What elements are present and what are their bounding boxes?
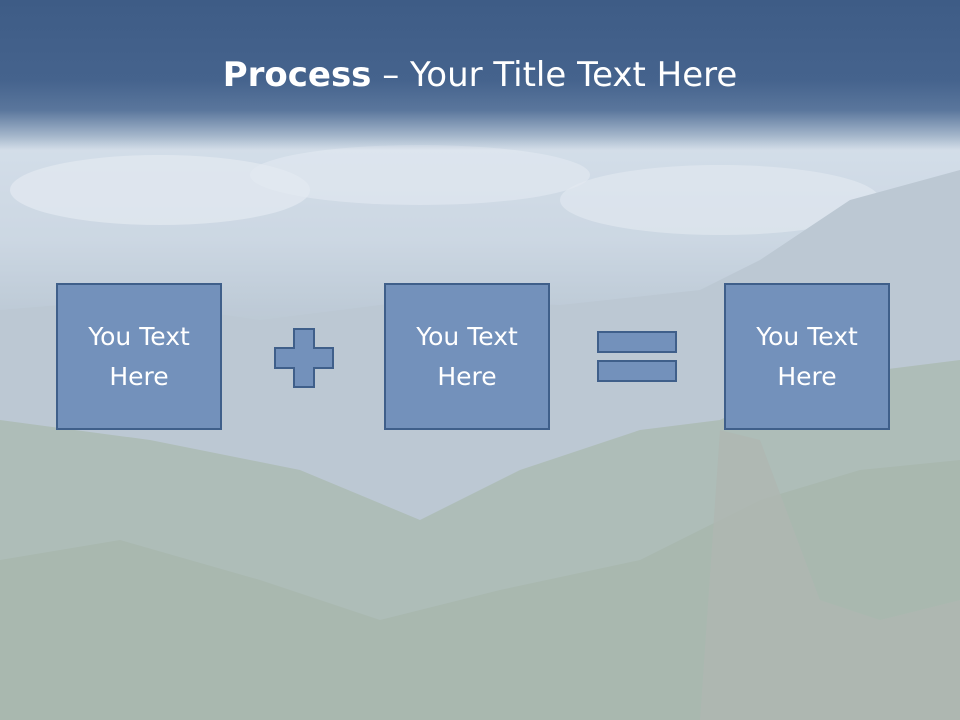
equals-icon xyxy=(597,331,677,382)
process-step-3-box[interactable]: You Text Here xyxy=(724,283,890,430)
process-step-2-box[interactable]: You Text Here xyxy=(384,283,550,430)
title-bold-text: Process xyxy=(222,55,372,95)
plus-icon xyxy=(274,328,334,388)
process-step-2-label: You Text Here xyxy=(416,321,518,391)
process-step-3-label: You Text Here xyxy=(756,321,858,391)
process-step-1-label: You Text Here xyxy=(88,321,190,391)
slide-title[interactable]: Process – Your Title Text Here xyxy=(0,50,960,100)
process-step-1-box[interactable]: You Text Here xyxy=(56,283,222,430)
title-rest-text: – Your Title Text Here xyxy=(371,55,738,95)
title-band xyxy=(0,0,960,150)
